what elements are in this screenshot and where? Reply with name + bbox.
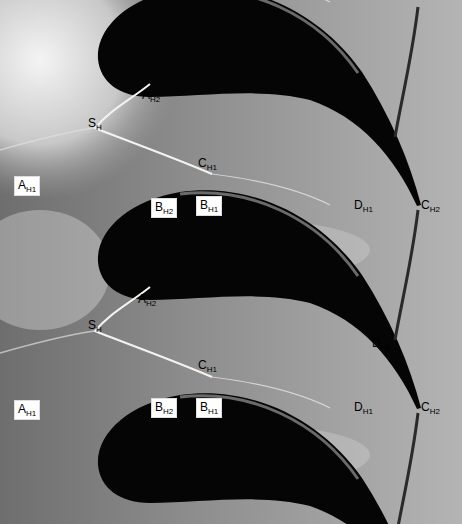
flow-feature-label: BH2 xyxy=(151,198,177,218)
flow-feature-label: AH1 xyxy=(14,176,40,196)
flow-feature-label: CH2 xyxy=(421,400,440,416)
flow-feature-label: DH1 xyxy=(354,400,373,416)
flow-feature-label: BH1 xyxy=(196,398,222,418)
flow-feature-label: BH2 xyxy=(151,398,177,418)
flow-feature-label: SH xyxy=(88,318,102,334)
flow-feature-label: SH xyxy=(88,116,102,132)
flow-feature-label: CH2 xyxy=(421,198,440,214)
flow-feature-label: AH2 xyxy=(138,292,156,308)
flow-feature-label: AH1 xyxy=(14,400,40,420)
flow-feature-label: CH1 xyxy=(198,156,217,172)
flow-feature-label: BH1 xyxy=(196,196,222,216)
flow-feature-label: AH2 xyxy=(142,88,160,104)
flow-feature-label: DH1 xyxy=(354,198,373,214)
flow-feature-label: CH1 xyxy=(198,358,217,374)
flow-feature-label: DH2 xyxy=(372,336,391,352)
